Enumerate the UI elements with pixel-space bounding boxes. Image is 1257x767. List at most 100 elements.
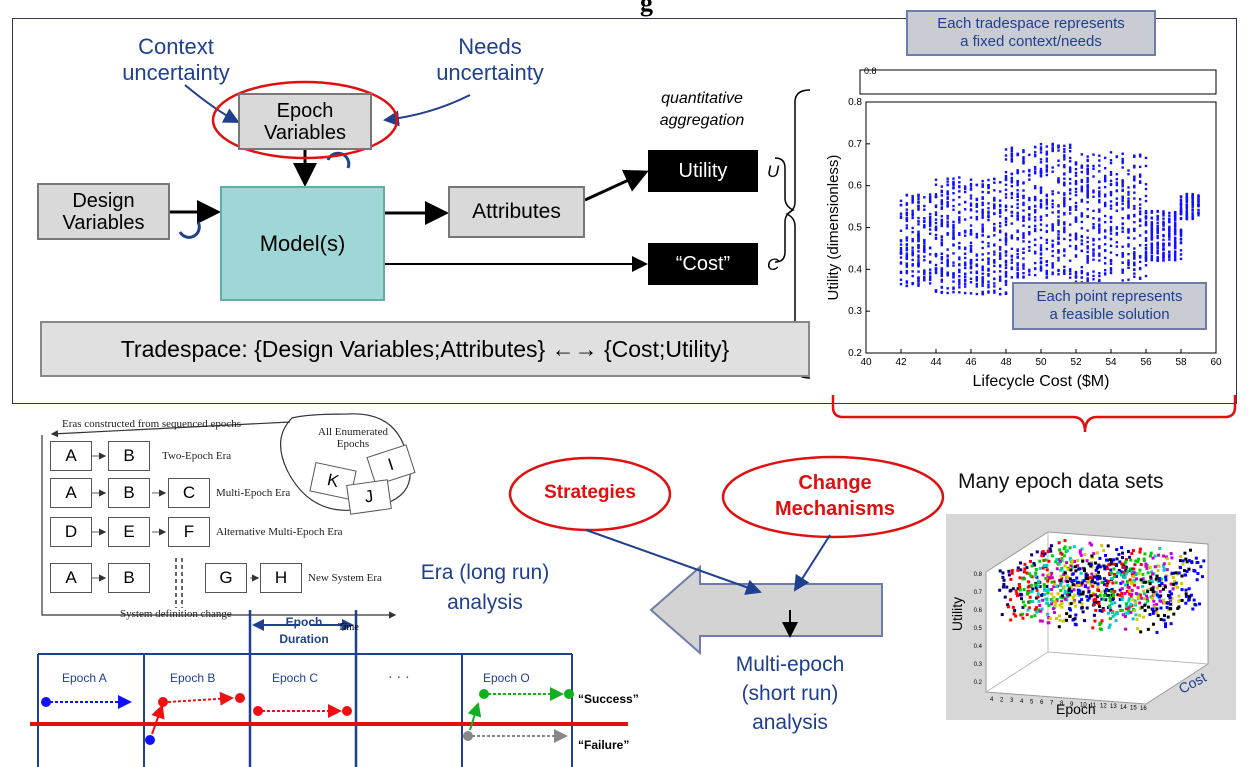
scatter-point [905,211,909,215]
scatter-point [1039,218,1043,222]
state-point [479,689,489,699]
scatter-point [923,241,926,245]
epoch-point [1110,587,1114,591]
scatter-point [1150,211,1154,214]
scatter-point [1016,249,1019,253]
scatter-point [1033,151,1037,154]
scatter-point [917,259,920,262]
epoch-point [1032,562,1036,566]
scatter-point [1039,203,1043,206]
scatter-point [1086,201,1089,204]
scatter-point [1109,267,1113,270]
epoch-point [1129,602,1133,606]
scatter-point [958,211,961,215]
scatter-point [1039,142,1043,146]
scatter-point [1016,183,1019,187]
epoch-point [1044,576,1048,580]
epoch-point [1151,611,1155,615]
scatter-point [1127,197,1130,200]
scatter-point [993,229,996,232]
scatter-point [958,283,961,286]
scatter-point [1185,192,1189,196]
scatter-point [969,197,973,200]
scatter-point [1045,168,1049,171]
epoch-point [1060,576,1064,580]
epoch-point [1047,573,1051,577]
scatter-point [1179,237,1183,240]
epoch-point [1014,589,1018,593]
scatter-point [1074,280,1078,283]
epoch-point [1087,596,1091,600]
scatter-point [958,218,961,221]
epoch-point [1107,593,1111,597]
epoch-point [1095,566,1099,570]
scatter-point [963,261,967,264]
epoch-point [1086,586,1090,590]
scatter-point [1103,230,1107,233]
scatter-point [1150,257,1154,260]
scatter-point [928,195,932,199]
era-row-label: Two-Epoch Era [162,450,232,462]
scatter-point [1197,197,1200,200]
epoch-point [1094,573,1098,577]
epoch-point [1078,567,1082,571]
scatter-point [1063,221,1066,224]
epoch-point [1034,586,1038,590]
epoch-point [1045,585,1049,589]
scatter-point [1010,267,1014,271]
scatter-point [1168,242,1171,245]
scatter-point [899,256,903,259]
scatter-point [1179,241,1183,245]
epoch-point [1050,592,1054,596]
epoch-point [1184,601,1188,605]
scatter-point [1144,274,1148,278]
scatter-point [1080,153,1084,156]
scatter-point [1173,243,1177,246]
epoch-point [1074,569,1078,573]
scatter-point [963,187,967,191]
scatter-point [1051,170,1054,173]
scatter-point [1150,243,1154,246]
scatter-point [1144,251,1148,255]
epoch-point [1160,577,1164,581]
scatter-point [1185,211,1189,215]
epoch-point [1200,575,1204,579]
scatter-point [940,252,944,256]
epoch-point [1045,601,1049,605]
scatter-point [1098,192,1101,195]
scatter-point [1115,189,1119,192]
epoch-point [1007,569,1011,573]
scatter-point [934,253,938,256]
epoch-point [1102,577,1106,581]
scatter-point [1068,166,1072,169]
scatter-point [1074,162,1078,165]
scatter-point [1098,210,1101,213]
epoch-point [1177,594,1181,598]
scatter-point [1162,220,1165,223]
scatter-point [998,181,1002,184]
scatter-point [1010,276,1014,279]
epoch-point [1050,554,1054,558]
scatter-point [1080,270,1084,273]
epoch-point [1151,596,1155,600]
epoch-point [1165,605,1169,609]
epoch-point [1068,577,1072,581]
epoch-point [1148,582,1152,586]
scatter-point [958,245,961,249]
scatter-point [928,193,932,196]
epoch-point [1096,588,1100,592]
scatter-point [1045,276,1049,279]
multi-epoch-label: Multi-epoch (short run) analysis [735,653,845,734]
epoch-point [1063,539,1067,543]
scatter-point [1010,146,1014,149]
scatter-point [1150,216,1154,220]
scatter-point [993,270,996,273]
point-callout: Each point represents a feasible solutio… [1012,282,1207,330]
scatter-point [998,215,1002,218]
epoch-point [1092,600,1096,604]
epoch-point [1123,561,1127,565]
scatter-point [1010,196,1014,199]
scatter-point [917,250,920,253]
scatter-point [1109,159,1113,162]
scatter-point [1121,166,1124,169]
